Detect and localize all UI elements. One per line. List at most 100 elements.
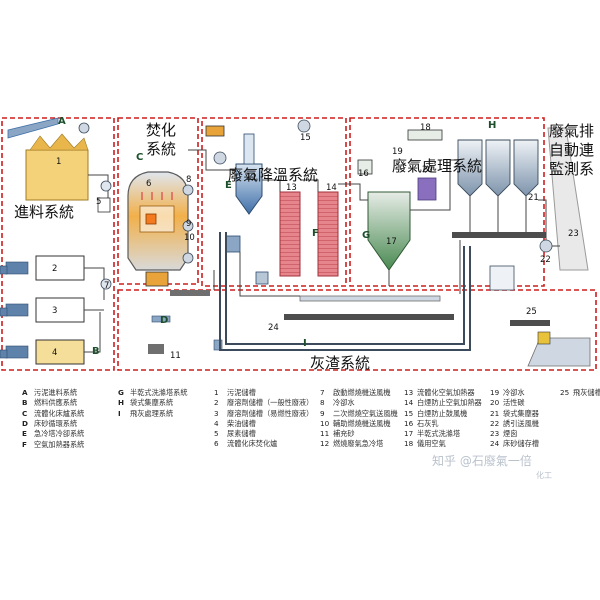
unit-number-18: 18	[420, 123, 431, 133]
treatment-system-border	[349, 117, 545, 287]
sludge-conveyor	[7, 117, 59, 139]
legend-code: D	[22, 418, 28, 428]
legend-text: 污泥儲槽	[227, 388, 256, 397]
legend-item: 8 冷卻水	[320, 398, 398, 408]
furnace-base	[145, 271, 169, 287]
legend-text: 飛灰儲槽	[573, 388, 600, 397]
ash-system	[148, 265, 591, 367]
unit-number-14: 14	[326, 183, 337, 193]
sand-valve	[213, 339, 223, 351]
legend-code: H	[118, 398, 125, 408]
legend-code: 7	[320, 388, 325, 397]
cooling-water-fan-icon	[213, 151, 227, 165]
unit-number-25: 25	[526, 307, 537, 317]
ash-screw-conveyor	[284, 314, 454, 320]
fuel-tank-2	[35, 255, 85, 281]
legend-text: 袋式集塵系統	[130, 398, 174, 408]
unit-number-20: 20	[422, 165, 433, 175]
legend-code: 6	[214, 439, 219, 449]
treatment-system	[357, 129, 553, 271]
fly-ash-tank	[489, 265, 515, 291]
feed-system-title: 進料系統	[14, 203, 75, 221]
legend-text: 啟動燃燒機送風機	[333, 388, 391, 397]
legend-code: 8	[320, 398, 325, 408]
unit-number-16: 16	[358, 169, 369, 179]
watermark: 知乎 @石廢氣一倍	[432, 454, 532, 468]
legend-text: 柴油儲槽	[227, 418, 256, 428]
legend-code: 10	[320, 418, 330, 428]
ash-return-duct	[219, 232, 471, 351]
legend-text: 流體化床爐系統	[34, 408, 85, 418]
unit-number-7: 7	[104, 281, 109, 291]
legend-code: 21	[490, 408, 500, 418]
unit-number-11: 11	[170, 351, 181, 361]
monitor-title-line1: 廢氣排	[549, 122, 595, 140]
fuel-lines	[84, 174, 109, 353]
incinerator	[127, 125, 225, 287]
instrument-air	[407, 129, 443, 141]
legend-text: 白煙防止空氣加熱器	[417, 398, 482, 408]
semi-dry-scrubber	[367, 191, 411, 271]
legend-text: 石灰乳	[417, 418, 439, 428]
blower-icon	[182, 252, 194, 264]
legend-code: 24	[490, 439, 500, 449]
legend-code: B	[22, 398, 28, 408]
pump-icon	[100, 180, 112, 192]
legend-code: 11	[320, 429, 330, 439]
unit-number-10: 10	[184, 233, 195, 243]
legend-item: B 燃料供應系統	[22, 398, 77, 408]
cart-icon	[148, 344, 164, 354]
legend-text: 污泥進料系統	[34, 388, 78, 397]
legend-text: 流體化床焚化爐	[227, 439, 278, 449]
legend-code: 2	[214, 398, 219, 408]
flame-icon	[145, 213, 157, 225]
legend-text: 飛灰處理系統	[130, 408, 174, 418]
legend-text: 冷卻水	[333, 398, 355, 408]
legend-text: 燃料供應系統	[34, 398, 78, 408]
feed-system	[0, 117, 112, 365]
legend-code: 19	[490, 388, 500, 397]
system-letter-f: F	[312, 228, 319, 239]
unit-number-1: 1	[56, 157, 61, 167]
legend-code: 5	[214, 429, 219, 439]
treatment-system-title: 廢氣處理系統	[392, 157, 483, 175]
system-letter-a: A	[58, 116, 66, 127]
legend-code: 25	[560, 388, 570, 397]
legend-code: 23	[490, 429, 500, 439]
quench-tower	[235, 163, 263, 215]
legend-text: 床砂儲存槽	[503, 439, 539, 449]
legend-code: 16	[404, 418, 414, 428]
unit-number-22: 22	[540, 255, 551, 265]
legend-text: 廢溶劑儲槽（易燃性廢液）	[227, 408, 314, 418]
sludge-tank	[25, 149, 89, 201]
unit-number-9: 9	[186, 219, 191, 229]
system-letter-e: E	[225, 180, 232, 191]
unit-number-23: 23	[568, 229, 579, 239]
induced-draft-fan-icon	[539, 239, 553, 253]
legend-code: C	[22, 408, 28, 418]
ash-pipe	[299, 295, 441, 302]
system-letter-i: I	[303, 338, 307, 349]
unit-number-5: 5	[96, 197, 101, 207]
